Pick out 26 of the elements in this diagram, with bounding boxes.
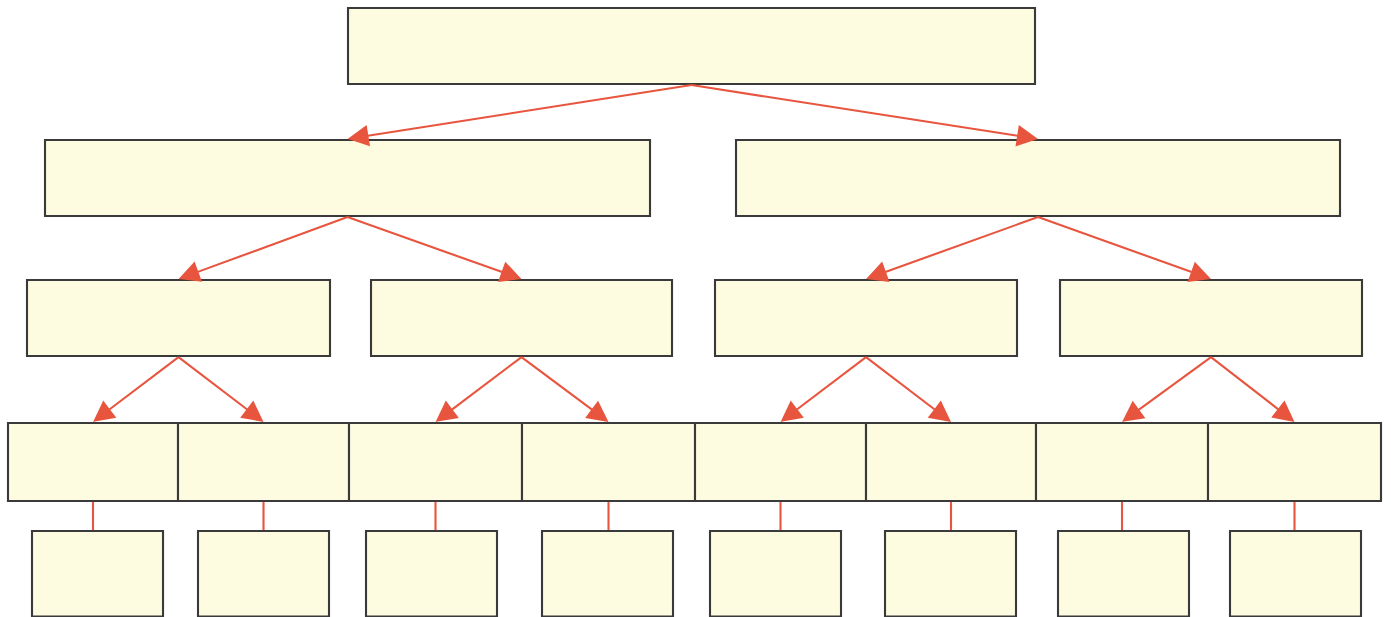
connector-line [949,502,953,530]
arrow [1122,356,1212,422]
empty-box [540,530,675,617]
connector-line [434,502,437,530]
connector-line [262,502,265,530]
empty-box [1056,530,1191,617]
arrow [865,356,951,422]
empty-box [1058,278,1364,358]
empty-box [364,530,499,617]
connector-line [1120,502,1124,530]
empty-box [346,6,1037,86]
empty-box [369,278,674,358]
empty-box [734,138,1342,218]
arrow [93,356,180,422]
empty-box [708,530,843,617]
connector-line [1293,502,1296,530]
connector-line [91,502,95,530]
empty-box [25,278,332,358]
empty-box [1228,530,1363,617]
connector-line [607,502,610,530]
empty-box [30,530,165,617]
empty-box [883,530,1018,617]
empty-box [196,530,331,617]
empty-box [713,278,1019,358]
empty-box [43,138,652,218]
connector-line [779,502,782,530]
